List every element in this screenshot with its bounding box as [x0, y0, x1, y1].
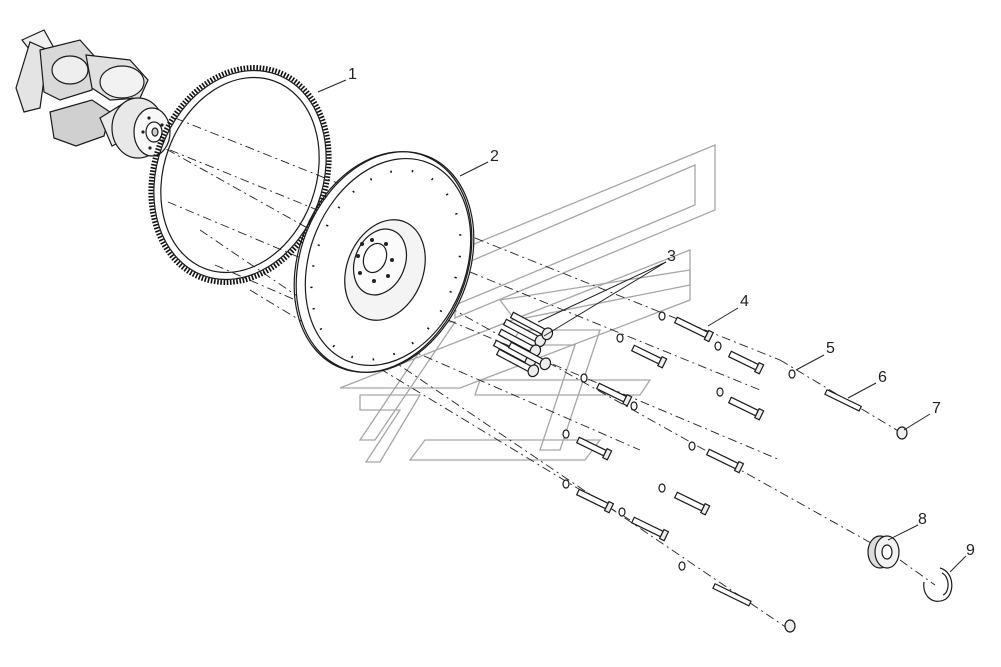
callout-1: 1	[348, 66, 357, 83]
callout-3: 3	[667, 248, 676, 265]
assembly-axes	[149, 117, 936, 631]
callout-9: 9	[966, 542, 975, 559]
callout-4: 4	[740, 293, 749, 310]
fastener-set	[562, 311, 908, 633]
callout-6: 6	[878, 369, 887, 386]
flywheel	[293, 151, 475, 373]
callout-7: 7	[932, 400, 941, 417]
crankshaft	[15, 29, 171, 159]
callout-5: 5	[826, 340, 835, 357]
retaining-ring	[923, 567, 953, 602]
bolt-cluster	[492, 311, 554, 378]
bearing	[867, 535, 900, 569]
leader-lines	[317, 79, 967, 573]
callout-labels: 1 2 3 4 5 6 7 8 9	[348, 66, 975, 559]
callout-8: 8	[918, 511, 927, 528]
callout-2: 2	[490, 148, 499, 165]
